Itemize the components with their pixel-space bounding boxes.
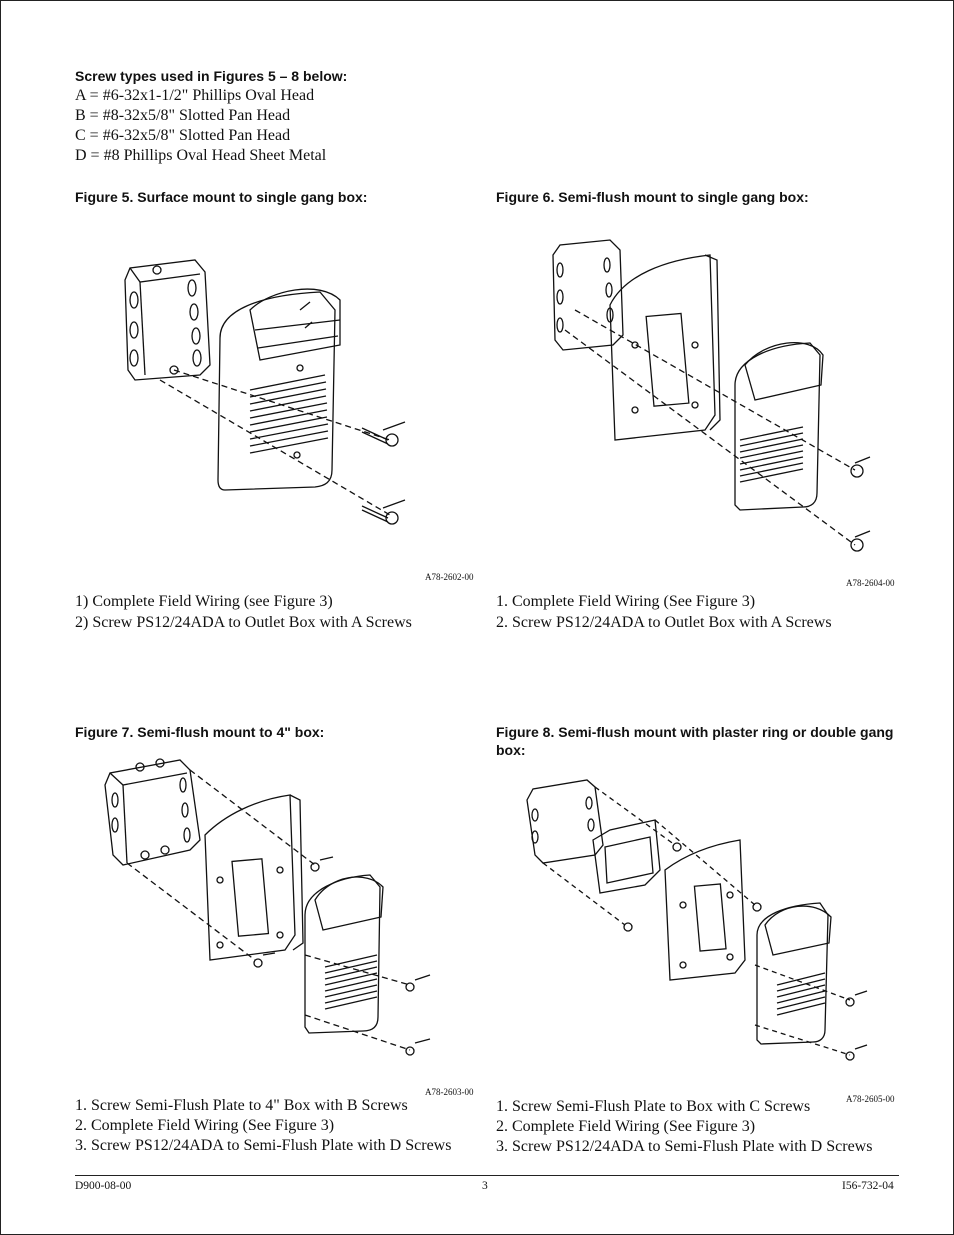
footer-rule [75,1175,899,1176]
figure-7-step-1: 1. Screw Semi-Flush Plate to 4" Box with… [75,1097,408,1114]
footer-page-number: 3 [482,1180,488,1192]
figure-5-screws [160,370,390,515]
figure-8-double-gang-box [527,780,603,863]
figure-6-step-1: 1. Complete Field Wiring (See Figure 3) [496,593,756,610]
figure-8-semi-flush-plate [665,840,745,980]
figure-5-step-1: 1) Complete Field Wiring (see Figure 3) [75,593,333,610]
footer-doc-number: D900-08-00 [75,1180,132,1192]
figure-5-title: Figure 5. Surface mount to single gang b… [75,189,368,205]
figure-5-strobe-unit [218,289,340,490]
screw-type-b: B = #8-32x5/8" Slotted Pan Head [75,107,291,124]
figure-8-strobe-unit [757,903,831,1044]
figure-6-step-2: 2. Screw PS12/24ADA to Outlet Box with A… [496,614,832,631]
figure-7-illustration [105,755,435,1075]
figure-7-strobe-unit [305,875,383,1033]
figure-5-code: A78-2602-00 [425,572,474,582]
screw-types-heading: Screw types used in Figures 5 – 8 below: [75,68,348,84]
figure-7-screw-icons [254,857,430,1055]
figure-8-step-1: 1. Screw Semi-Flush Plate to Box with C … [496,1098,811,1115]
figure-8-screws [543,787,850,1055]
screw-type-a: A = #6-32x1-1/2" Phillips Oval Head [75,87,315,104]
figure-6-strobe-unit [735,343,823,510]
figure-8-step-3: 3. Screw PS12/24ADA to Semi-Flush Plate … [496,1138,873,1155]
figure-7-step-3: 3. Screw PS12/24ADA to Semi-Flush Plate … [75,1137,452,1154]
figure-5-illustration [100,250,440,550]
figure-8-code: A78-2605-00 [846,1094,895,1104]
figure-5-step-2: 2) Screw PS12/24ADA to Outlet Box with A… [75,614,412,631]
figure-7-screws [127,770,410,1050]
figure-7-title: Figure 7. Semi-flush mount to 4" box: [75,724,325,740]
footer-manual-number: I56-732-04 [842,1180,894,1192]
figure-7-semi-flush-plate [205,795,303,960]
figure-6-semi-flush-plate [610,255,720,440]
figure-6-screws [565,310,855,545]
figure-7-step-2: 2. Complete Field Wiring (See Figure 3) [75,1117,335,1134]
screw-type-d: D = #8 Phillips Oval Head Sheet Metal [75,147,327,164]
figure-6-illustration [545,235,875,555]
figure-5-outlet-box [125,260,210,380]
figure-6-outlet-box [553,240,623,350]
figure-6-screw-icons [851,457,870,551]
figure-7-code: A78-2603-00 [425,1087,474,1097]
figure-6-title: Figure 6. Semi-flush mount to single gan… [496,189,809,205]
figure-8-title: Figure 8. Semi-flush mount with plaster … [496,724,894,758]
figure-8-screw-icons [624,843,867,1060]
screw-type-c: C = #6-32x5/8" Slotted Pan Head [75,127,291,144]
figure-8-plaster-ring [593,820,660,893]
figure-8-step-2: 2. Complete Field Wiring (See Figure 3) [496,1118,756,1135]
figure-6-code: A78-2604-00 [846,578,895,588]
figure-7-4in-box [105,759,200,865]
figure-8-illustration [525,775,870,1075]
figure-5-screw-icons [362,422,405,524]
